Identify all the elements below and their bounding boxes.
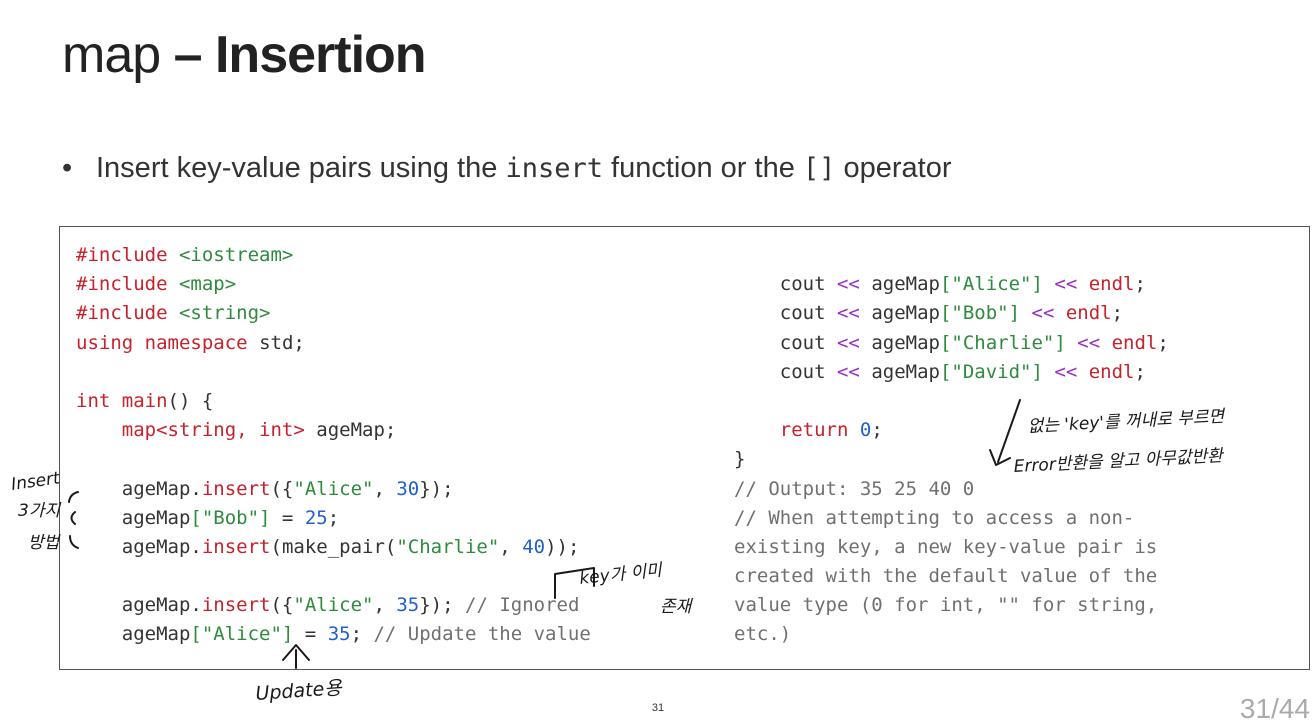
title-insertion: – Insertion [173, 26, 427, 84]
code-line: ageMap.insert({"Alice", 35}); // Ignored [121, 594, 580, 617]
code-left-column: #include <iostream> #include <map> #includ… [76, 241, 591, 650]
code-line: #include <map> [76, 273, 237, 296]
code-line: int main() { [76, 389, 214, 412]
code-line: etc.) [734, 623, 792, 646]
code-line: cout << ageMap["David"] << endl; [779, 360, 1146, 383]
bullet-code-insert: insert [505, 153, 603, 184]
code-line [76, 358, 591, 387]
bullet-text-after: operator [835, 152, 952, 184]
code-line [76, 562, 591, 591]
code-line: cout << ageMap["Bob"] << endl; [779, 302, 1124, 325]
note-three-ways: 3가지 [18, 501, 61, 521]
code-line: ageMap["Alice"] = 35; // Update the valu… [121, 623, 591, 646]
code-line: map<string, int> ageMap; [121, 419, 397, 442]
page-counter: 31/44 [1239, 693, 1310, 724]
page-number: 31 [651, 702, 665, 714]
bullet-text-before: Insert key-value pairs using the [96, 152, 506, 184]
code-line: #include <iostream> [76, 244, 294, 266]
code-line: cout << ageMap["Charlie"] << endl; [779, 331, 1169, 354]
bullet-code-brackets: [] [802, 153, 836, 184]
code-line: ageMap.insert({"Alice", 30}); [121, 477, 454, 500]
bullet-point: • Insert key-value pairs using the insert… [62, 146, 951, 190]
code-line: created with the default value of the [734, 565, 1158, 588]
note-update: Update용 [255, 677, 344, 705]
code-line: #include <string> [76, 302, 271, 325]
code-line: return 0; [779, 419, 883, 442]
code-right-column: cout << ageMap["Alice"] << endl; cout <<… [734, 241, 1169, 650]
code-line: // Output: 35 25 40 0 [734, 477, 975, 500]
code-line: cout << ageMap["Alice"] << endl; [779, 273, 1146, 296]
bullet-text-middle: function or the [602, 152, 803, 184]
slide-title: map – Insertion [62, 18, 427, 92]
bullet-dot-icon: • [62, 152, 73, 184]
note-insert: Insert [10, 468, 62, 495]
code-block: #include <iostream> #include <map> #includ… [59, 226, 1310, 670]
note-method: 방법 [28, 533, 62, 553]
title-map: map [62, 26, 161, 84]
code-line: ageMap.insert(make_pair("Charlie", 40)); [121, 535, 580, 558]
code-line [734, 387, 1169, 416]
code-line: value type (0 for int, "" for string, [734, 594, 1158, 617]
code-line: // When attempting to access a non- [734, 506, 1135, 529]
code-line: ageMap["Bob"] = 25; [121, 506, 340, 529]
code-line [734, 241, 1169, 270]
code-line: using namespace std; [76, 331, 305, 354]
code-line: } [734, 448, 746, 471]
code-line [76, 445, 591, 474]
code-line: existing key, a new key-value pair is [734, 535, 1158, 558]
